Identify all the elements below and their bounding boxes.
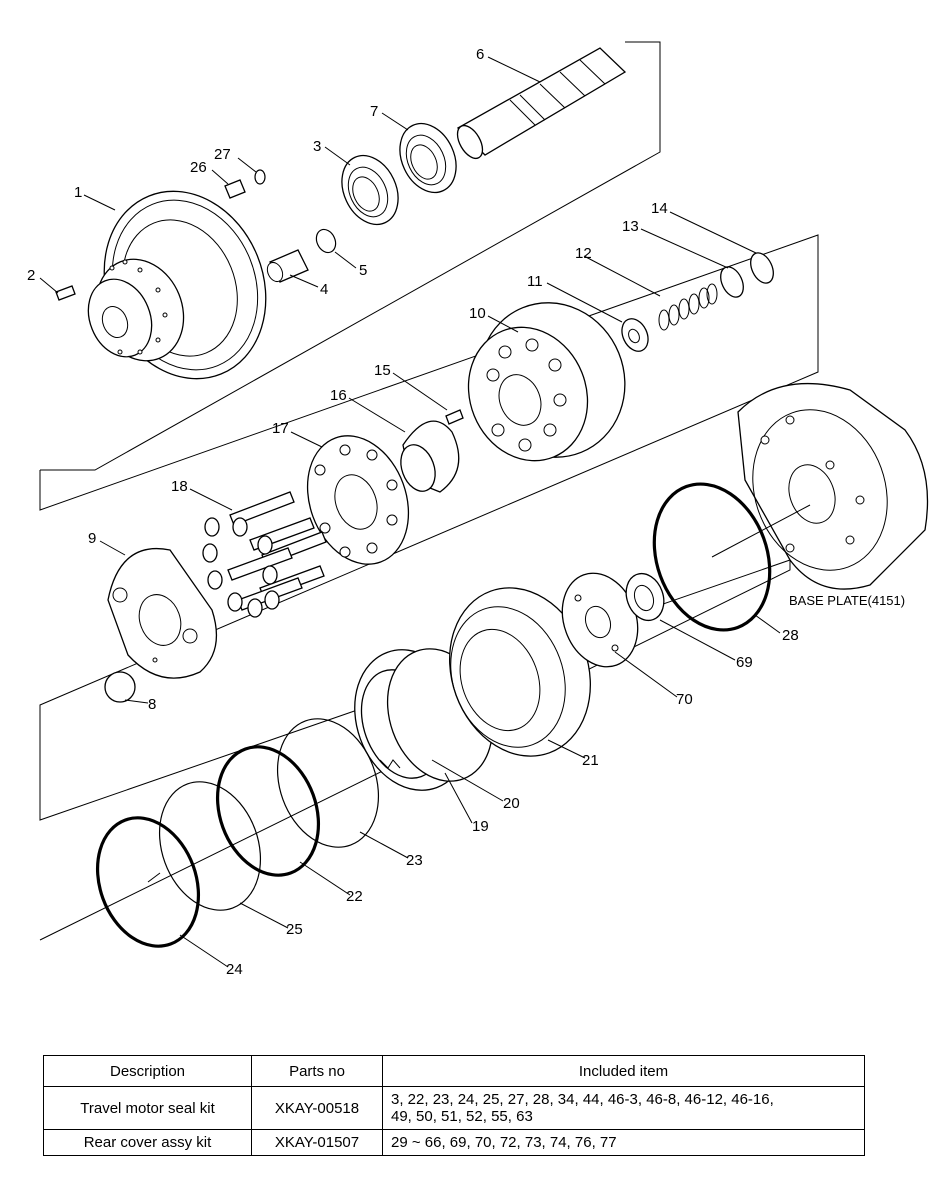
- bearing-69: [625, 572, 665, 622]
- drive-shaft: [456, 47, 627, 160]
- spherical-bushing: [400, 420, 460, 493]
- items-line: 3, 22, 23, 24, 25, 27, 28, 34, 44, 46-3,…: [391, 1091, 774, 1108]
- snap-ring-14: [750, 252, 774, 284]
- table-header-row: Description Parts no Included item: [43, 1055, 865, 1087]
- callout: 23: [406, 852, 423, 869]
- steel-ball: [104, 671, 136, 703]
- callout: 11: [527, 273, 543, 290]
- ring-25: [158, 781, 262, 911]
- spring-12: [658, 283, 718, 331]
- callout: 21: [582, 752, 599, 769]
- table-row: Rear cover assy kit XKAY-01507 29 ~ 66, …: [43, 1129, 865, 1156]
- kit-table: Description Parts no Included item Trave…: [43, 1055, 865, 1156]
- callout: 14: [651, 200, 668, 217]
- callout: 1: [74, 184, 82, 201]
- header-description: Description: [43, 1055, 252, 1087]
- bearing-3: [341, 154, 399, 226]
- items-line: 49, 50, 51, 52, 55, 63: [391, 1108, 533, 1125]
- ring-23: [276, 718, 380, 848]
- row-parts-no: XKAY-01507: [251, 1129, 383, 1156]
- pin-26: [224, 179, 246, 199]
- row-included-items: 3, 22, 23, 24, 25, 27, 28, 34, 44, 46-3,…: [382, 1086, 865, 1130]
- callout: 3: [313, 138, 321, 155]
- callout: 20: [503, 795, 520, 812]
- callout: 7: [370, 103, 378, 120]
- plug-screw: [55, 285, 76, 301]
- callout: 24: [226, 961, 243, 978]
- callout: 4: [320, 281, 328, 298]
- bushing-4: [266, 249, 309, 283]
- valve-plate: [561, 572, 639, 668]
- cylinder-block: [467, 302, 626, 462]
- items-line: 29 ~ 66, 69, 70, 72, 73, 74, 76, 77: [391, 1134, 617, 1151]
- pin-15: [445, 409, 464, 425]
- row-description: Travel motor seal kit: [43, 1086, 252, 1130]
- bearing-7: [399, 122, 457, 194]
- o-ring-24: [95, 816, 201, 948]
- callout: 18: [171, 478, 188, 495]
- group-frames: [39, 41, 819, 941]
- callout: 19: [472, 818, 489, 835]
- row-included-items: 29 ~ 66, 69, 70, 72, 73, 74, 76, 77: [382, 1129, 865, 1156]
- callout: 26: [190, 159, 207, 176]
- callout-labels: 1 2 3 4 5 6 7 8 9 10 11 12 13 14 15 16 1…: [27, 46, 905, 978]
- washer-13: [720, 266, 744, 298]
- leader-lines: [39, 56, 811, 968]
- o-ring-22: [215, 745, 321, 877]
- callout: 70: [676, 691, 693, 708]
- callout: 25: [286, 921, 303, 938]
- callout: 16: [330, 387, 347, 404]
- callout: 13: [622, 218, 639, 235]
- swash-plate: [107, 548, 218, 679]
- table-row: Travel motor seal kit XKAY-00518 3, 22, …: [43, 1086, 865, 1130]
- o-ring-5: [315, 228, 337, 254]
- callout: 5: [359, 262, 367, 279]
- callout: 8: [148, 696, 156, 713]
- callout: 69: [736, 654, 753, 671]
- callout: 12: [575, 245, 592, 262]
- retainer-plate: [306, 435, 410, 565]
- o-ring-27: [254, 169, 266, 185]
- base-plate-label: BASE PLATE(4151): [789, 593, 905, 608]
- exploded-parts-diagram: 1 2 3 4 5 6 7 8 9 10 11 12 13 14 15 16 1…: [27, 41, 929, 978]
- callout: 15: [374, 362, 391, 379]
- callout: 2: [27, 267, 35, 284]
- callout: 27: [214, 146, 231, 163]
- row-description: Rear cover assy kit: [43, 1129, 252, 1156]
- o-ring-28: [652, 482, 772, 632]
- row-parts-no: XKAY-00518: [251, 1086, 383, 1130]
- callout: 22: [346, 888, 363, 905]
- callout: 6: [476, 46, 484, 63]
- callout: 17: [272, 420, 289, 437]
- washer-11: [621, 318, 649, 352]
- callout: 28: [782, 627, 799, 644]
- motor-housing: [87, 190, 267, 380]
- base-plate: [737, 382, 929, 590]
- header-included-item: Included item: [382, 1055, 865, 1087]
- callout: 9: [88, 530, 96, 547]
- brake-housing: [449, 587, 591, 757]
- piston-assy: [202, 491, 327, 618]
- header-parts-no: Parts no: [251, 1055, 383, 1087]
- callout: 10: [469, 305, 486, 322]
